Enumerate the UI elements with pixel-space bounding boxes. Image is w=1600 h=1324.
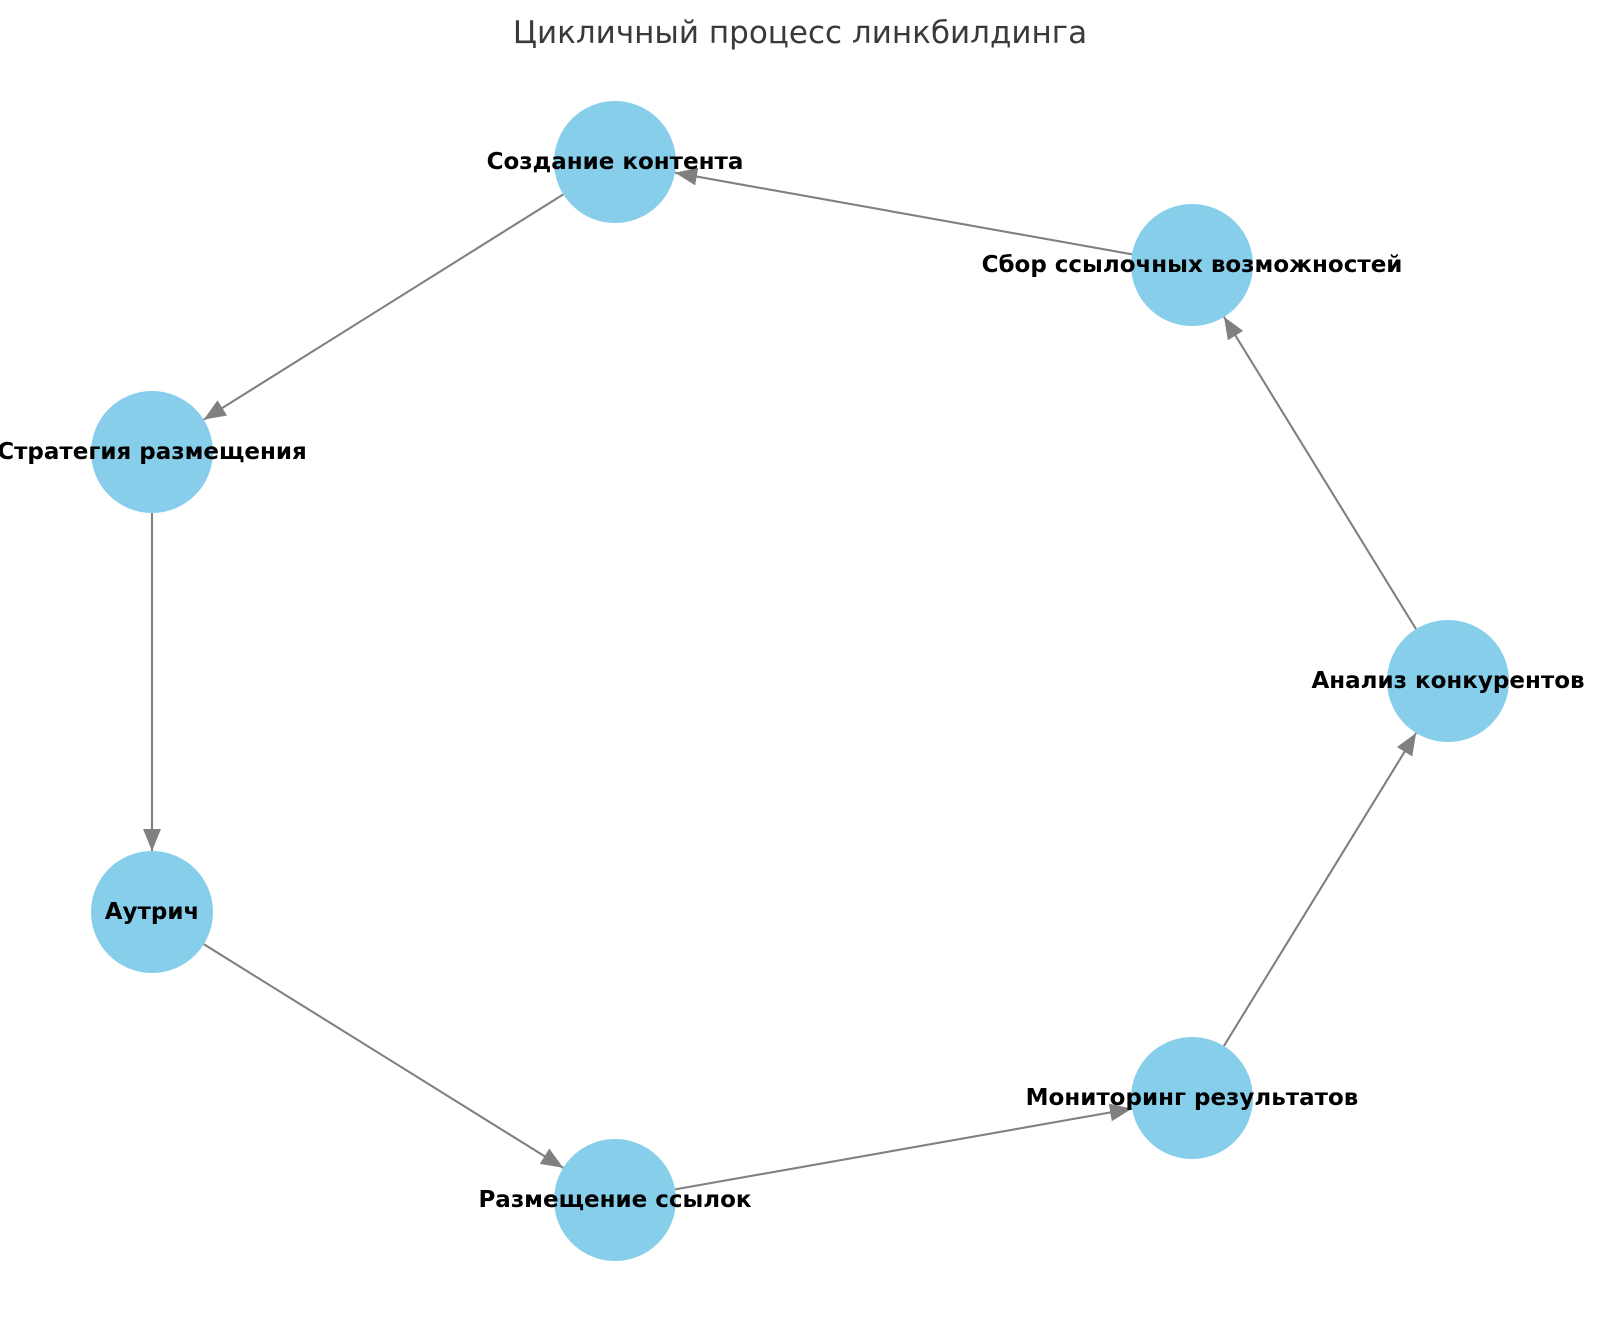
edge-group: [143, 167, 1417, 1191]
node-link-opportunities-label: Сбор ссылочных возможностей: [982, 252, 1403, 278]
node-link-placement-label: Размещение ссылок: [478, 1187, 751, 1213]
node-outreach-label: Аутрич: [105, 899, 200, 925]
node-competitor-analysis-circle: [1387, 620, 1509, 742]
edge-link-placement-to-results-monitoring: [674, 1103, 1133, 1191]
node-label-group: Создание контента Сбор ссылочных возможн…: [0, 149, 1585, 1213]
edge-link-opportunities-to-content-creation: [674, 167, 1133, 256]
edge-content-creation-to-placement-strategy: [203, 193, 564, 421]
node-outreach-circle: [91, 851, 213, 973]
diagram-title: Цикличный процесс линкбилдинга: [513, 15, 1087, 51]
node-competitor-analysis-label: Анализ конкурентов: [1311, 668, 1584, 694]
edge-outreach-to-link-placement: [203, 943, 564, 1169]
node-link-placement-circle: [554, 1139, 676, 1261]
node-link-opportunities-circle: [1131, 204, 1253, 326]
node-content-creation-label: Создание контента: [487, 149, 744, 175]
node-group: [91, 101, 1509, 1261]
node-placement-strategy-circle: [91, 391, 213, 513]
edge-competitor-analysis-to-link-opportunities: [1223, 316, 1417, 630]
edge-results-monitoring-to-competitor-analysis: [1223, 732, 1417, 1047]
node-placement-strategy-label: Стратегия размещения: [0, 439, 307, 465]
node-content-creation-circle: [554, 101, 676, 223]
node-results-monitoring-circle: [1131, 1037, 1253, 1159]
node-results-monitoring-label: Мониторинг результатов: [1026, 1085, 1359, 1111]
